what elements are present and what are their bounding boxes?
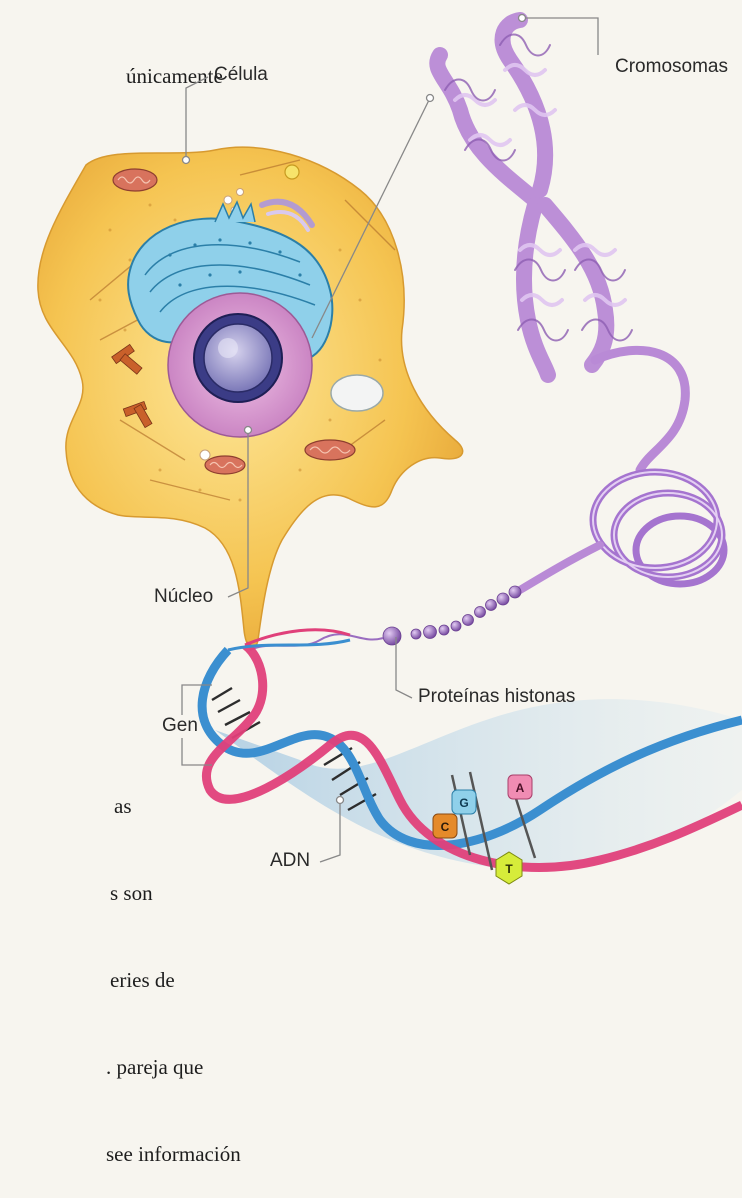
base-c: C bbox=[433, 814, 457, 838]
label-cromosomas: Cromosomas bbox=[615, 56, 728, 78]
base-g: G bbox=[452, 790, 476, 814]
cell bbox=[38, 147, 463, 648]
base-label: T bbox=[505, 862, 513, 876]
text-line: see información bbox=[0, 1140, 241, 1169]
label-gen: Gen bbox=[162, 715, 198, 737]
base-a: A bbox=[508, 775, 532, 799]
base-label: G bbox=[459, 796, 468, 810]
label-nucleo: Núcleo bbox=[154, 586, 213, 608]
chromosome bbox=[437, 20, 724, 590]
base-label: C bbox=[441, 820, 450, 834]
label-celula: Célula bbox=[214, 64, 268, 86]
vacuole bbox=[331, 375, 383, 411]
label-adn: ADN bbox=[270, 850, 310, 872]
label-proteinas-histonas: Proteínas histonas bbox=[418, 686, 575, 708]
text-line: . pareja que bbox=[0, 1053, 241, 1082]
nucleus bbox=[168, 293, 312, 437]
dna-double-helix: C G T A bbox=[202, 630, 742, 884]
nucleosome-beads bbox=[383, 586, 521, 645]
cell-to-dna-diagram: C G T A bbox=[0, 0, 742, 907]
text-line: eries de bbox=[0, 966, 241, 995]
base-label: A bbox=[516, 781, 525, 795]
peroxisome bbox=[285, 165, 299, 179]
